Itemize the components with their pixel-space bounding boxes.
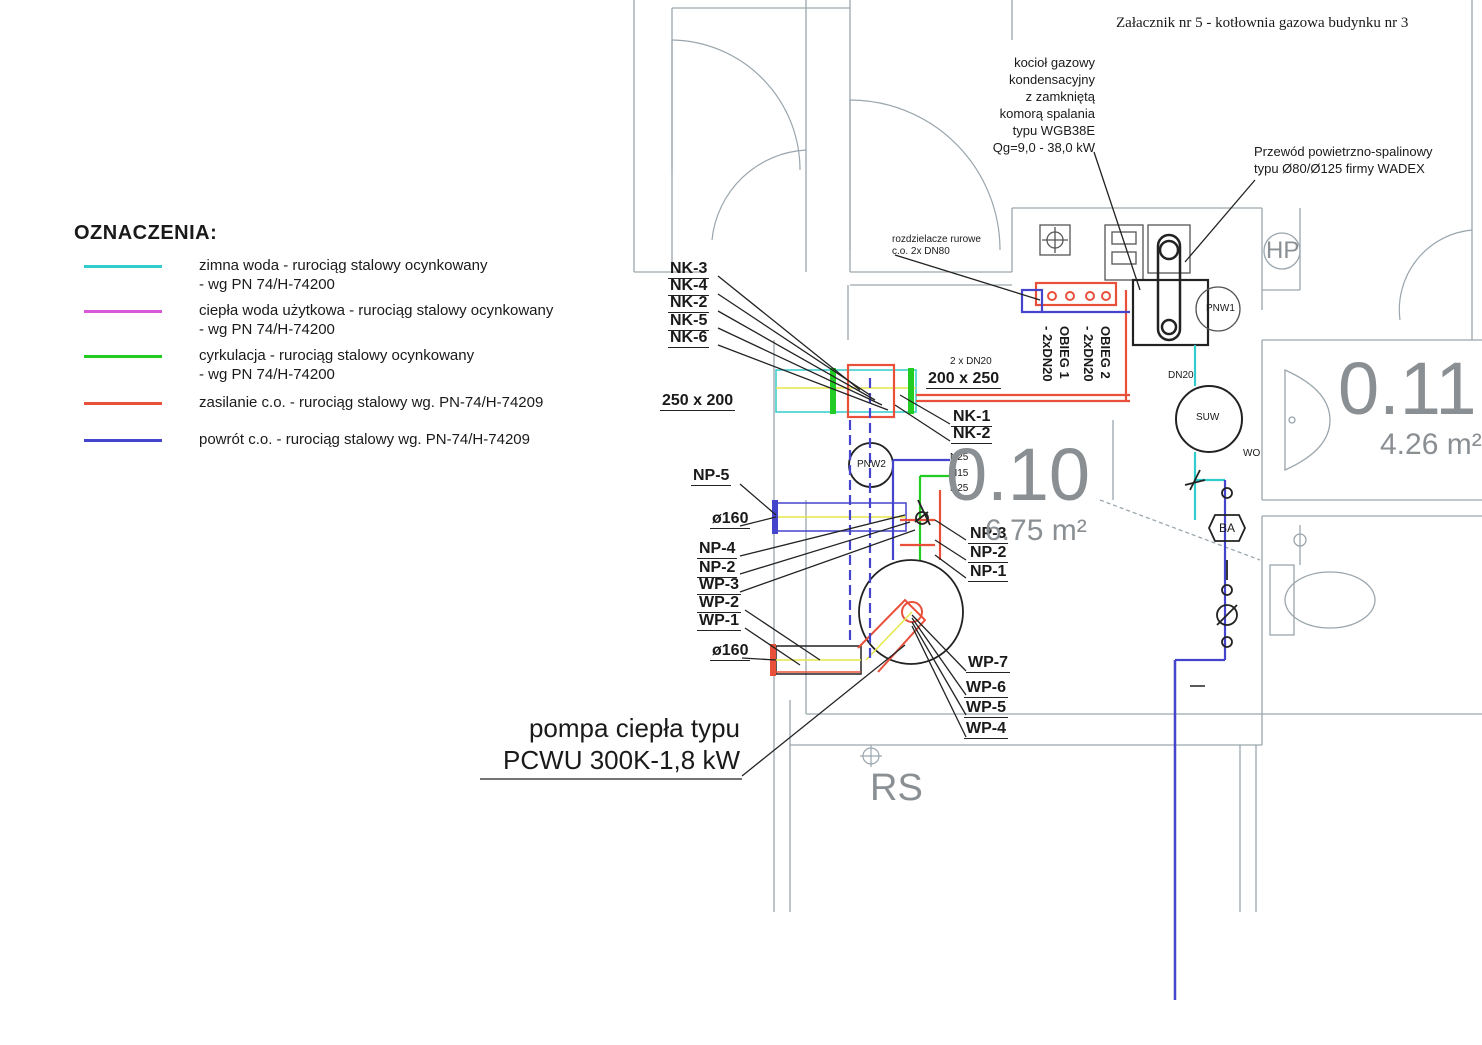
label-dn20: DN20 — [1168, 370, 1194, 381]
label-hp: HP — [1266, 237, 1300, 264]
duct-250x200-label: 250 x 200 — [660, 392, 736, 411]
tag-nk-1-right: NK-1 — [951, 408, 993, 427]
circuit-2-dn-label: - 2xDN20 — [1081, 326, 1096, 382]
sanitary-fixtures — [1269, 368, 1376, 636]
room-0-10-number: 0.10 — [946, 433, 1091, 516]
tag-nk-2: NK-2 — [668, 294, 710, 313]
tag-nk-3: NK-3 — [668, 260, 710, 279]
tag-wp-4: WP-4 — [964, 720, 1008, 739]
legend-item-hot-water: ciepła woda użytkowa - rurociąg stalowy … — [84, 301, 604, 345]
tag-wp-1: WP-1 — [697, 612, 741, 631]
legend-swatch-cold-water — [84, 265, 162, 268]
legend-text-hot-water: ciepła woda użytkowa - rurociąg stalowy … — [199, 302, 554, 338]
tag-nk-5: NK-5 — [668, 312, 710, 331]
duct-d160-top-label: ø160 — [710, 510, 751, 529]
flue-annotation: Przewód powietrzno-spalinowy typu Ø80/Ø1… — [1254, 144, 1433, 176]
circuit-1-dn-label: - 2xDN20 — [1040, 326, 1055, 382]
label-n25-bottom: N25 — [950, 483, 969, 494]
legend-text-return: powrót c.o. - rurociąg stalowy wg. PN-74… — [199, 431, 530, 448]
label-wo: WO — [1243, 448, 1261, 459]
legend-swatch-circulation — [84, 355, 162, 358]
tag-wp-3: WP-3 — [697, 576, 741, 595]
legend-item-return: powrót c.o. - rurociąg stalowy wg. PN-74… — [84, 430, 604, 474]
boiler-area-elements — [1039, 224, 1301, 453]
walls — [633, 0, 1482, 912]
heat-pump-label: pompa ciepła typu PCWU 300K-1,8 kW — [503, 713, 740, 775]
circuit-1-label: OBIEG 1 — [1057, 326, 1072, 379]
duct-200x250-label: 200 x 250 — [926, 370, 1002, 389]
manifold-fittings — [1047, 291, 1111, 301]
label-rs: RS — [870, 767, 923, 809]
tag-np-5: NP-5 — [691, 467, 732, 486]
label-ba: BA — [1219, 521, 1236, 535]
tag-np-1: NP-1 — [968, 563, 1009, 582]
pipe-2xdn20-label: 2 x DN20 — [950, 356, 992, 367]
label-n25-top: N25 — [950, 452, 969, 463]
label-n15: N15 — [950, 468, 969, 479]
tag-np-2-left: NP-2 — [697, 559, 738, 578]
tag-np-2-right: NP-2 — [968, 544, 1009, 563]
equipment-pnw1: PNW1 — [1206, 303, 1235, 314]
duct-d160-bottom-label: ø160 — [710, 642, 751, 661]
door-swings — [671, 39, 1473, 321]
tag-nk-4: NK-4 — [668, 277, 710, 296]
legend-text-supply: zasilanie c.o. - rurociąg stalowy wg. PN… — [199, 394, 544, 411]
tag-nk-6: NK-6 — [668, 329, 710, 348]
legend-item-circulation: cyrkulacja - rurociąg stalowy ocynkowany… — [84, 346, 604, 390]
legend-swatch-hot-water — [84, 310, 162, 313]
legend-swatch-return — [84, 439, 162, 442]
legend-swatch-supply — [84, 402, 162, 405]
boiler-annotation: kocioł gazowy kondensacyjny z zamkniętą … — [992, 55, 1095, 155]
legend-item-supply: zasilanie c.o. - rurociąg stalowy wg. PN… — [84, 393, 604, 437]
tag-nk-2-right: NK-2 — [951, 425, 993, 444]
legend-text-circulation: cyrkulacja - rurociąg stalowy ocynkowany… — [199, 347, 475, 383]
legend-item-cold-water: zimna woda - rurociąg stalowy ocynkowany… — [84, 256, 604, 300]
tag-wp-5: WP-5 — [964, 699, 1008, 718]
tag-wp-6: WP-6 — [964, 679, 1008, 698]
room-0-11-area: 4.26 m² — [1380, 428, 1482, 461]
room-0-11-number: 0.11 — [1338, 347, 1477, 430]
room-0-10-area: 6.75 m² — [985, 514, 1087, 547]
circuit-2-label: OBIEG 2 — [1098, 326, 1113, 379]
equipment-suw: SUW — [1196, 412, 1220, 423]
water-line-fittings — [914, 469, 1246, 648]
tag-np-4: NP-4 — [697, 540, 738, 559]
drawing-title: Załacznik nr 5 - kotłownia gazowa budynk… — [1116, 15, 1409, 31]
piping — [846, 281, 1227, 1000]
tag-wp-7: WP-7 — [966, 654, 1010, 673]
legend-heading: OZNACZENIA: — [74, 222, 218, 244]
leader-lines — [480, 151, 1256, 780]
column-markers — [860, 745, 882, 767]
manifold-annotation: rozdzielacze rurowe c.o. 2x DN80 — [892, 234, 981, 257]
tag-np-3: NP-3 — [968, 525, 1009, 544]
legend-text-cold-water: zimna woda - rurociąg stalowy ocynkowany… — [199, 257, 488, 293]
tag-wp-2: WP-2 — [697, 594, 741, 613]
equipment-pnw2: PNW2 — [857, 459, 886, 470]
